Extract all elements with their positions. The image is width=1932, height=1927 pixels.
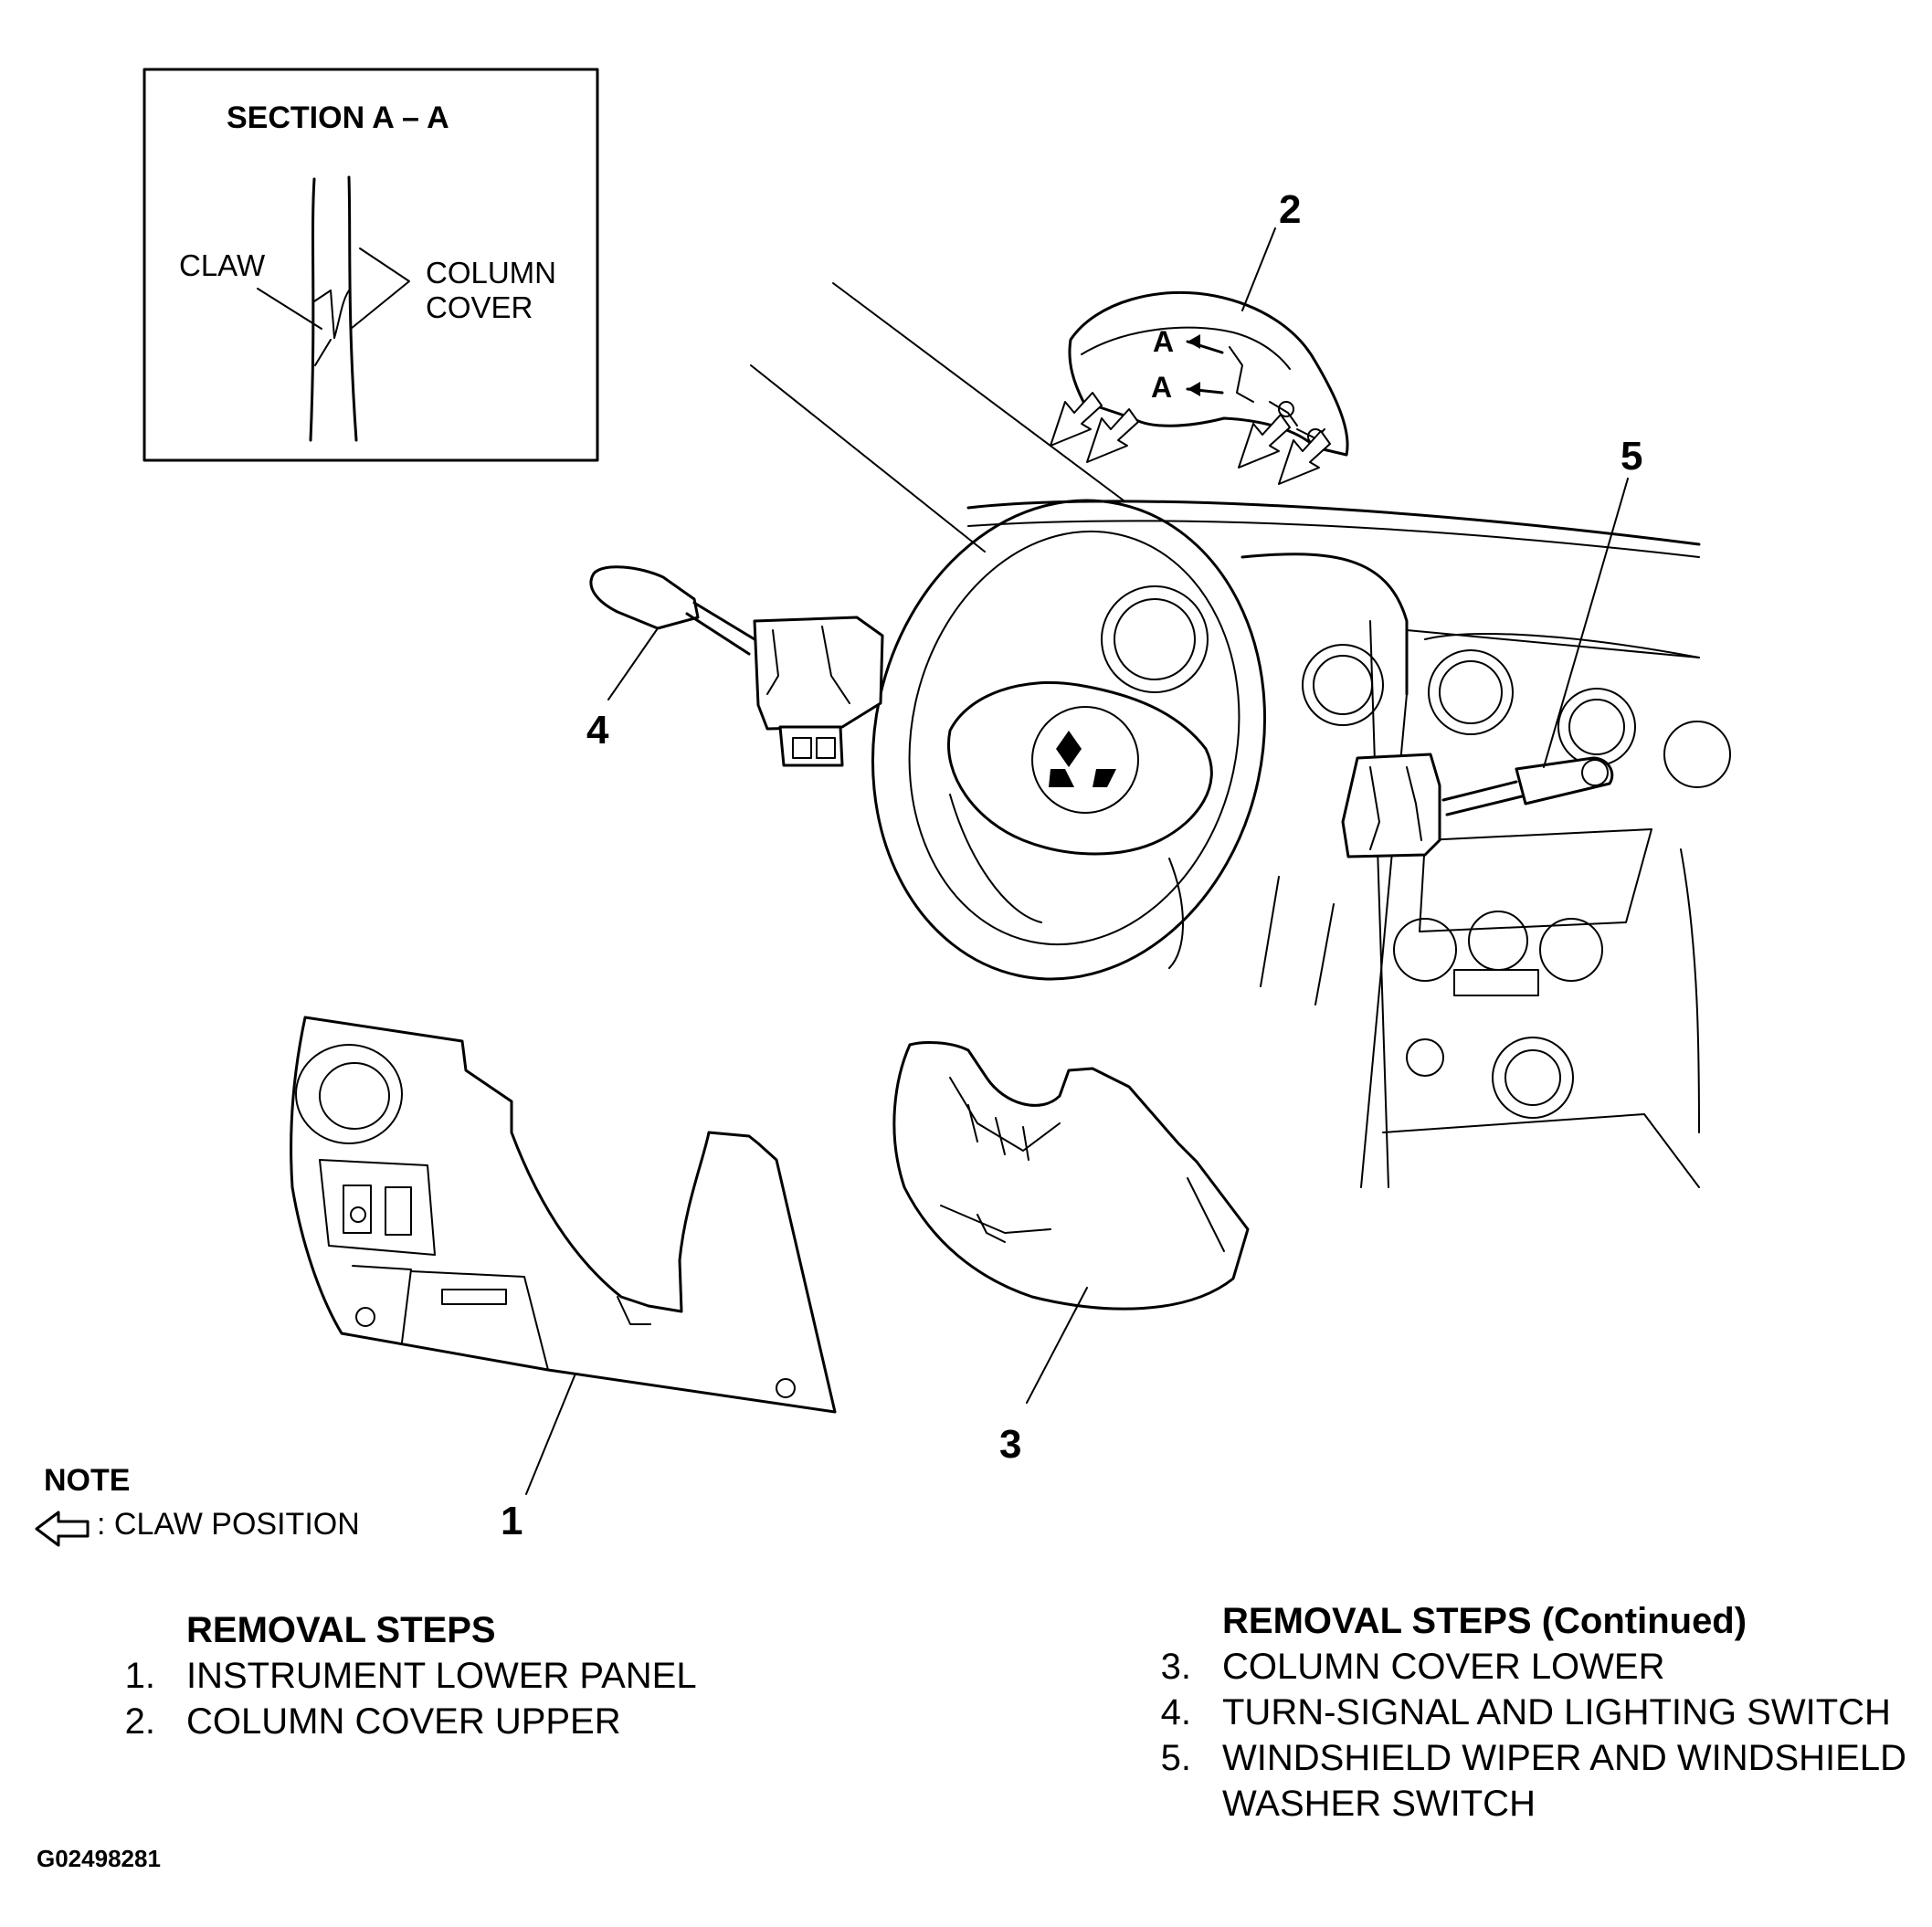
step-text: INSTRUMENT LOWER PANEL — [186, 1656, 697, 1696]
list-item: 2. COLUMN COVER UPPER — [91, 1699, 697, 1744]
section-mark-a: A — [1151, 371, 1173, 404]
removal-steps-continued-title: REMOVAL STEPS (Continued) — [1222, 1601, 1747, 1641]
leader-line-3 — [1026, 1287, 1088, 1404]
step-number: 3. — [1160, 1647, 1191, 1687]
step-number: 4. — [1160, 1692, 1191, 1732]
callout-4: 4 — [586, 708, 609, 753]
leader-line-2 — [1241, 227, 1276, 311]
step-number: 2. — [124, 1701, 155, 1742]
step-text: WINDSHIELD WIPER AND WINDSHIELD — [1222, 1738, 1906, 1778]
step-number: 1. — [124, 1656, 155, 1696]
list-item: WASHER SWITCH — [1127, 1781, 1906, 1827]
leader-line — [750, 364, 986, 553]
leader-line-4 — [607, 627, 659, 700]
list-item: 4. TURN-SIGNAL AND LIGHTING SWITCH — [1127, 1690, 1906, 1735]
leader-line — [832, 282, 1124, 501]
turn-signal-lighting-switch — [589, 565, 884, 767]
instrument-lower-panel — [290, 1016, 837, 1414]
removal-steps: REMOVAL STEPS 1. INSTRUMENT LOWER PANEL … — [91, 1607, 697, 1744]
callout-5: 5 — [1621, 434, 1643, 479]
removal-steps-title: REMOVAL STEPS — [186, 1610, 496, 1650]
step-text: COLUMN COVER UPPER — [186, 1701, 621, 1742]
leader-line-1 — [525, 1373, 576, 1495]
column-cover-lower — [892, 1041, 1250, 1311]
note-title: NOTE — [44, 1463, 131, 1498]
section-title: SECTION A – A — [227, 100, 449, 135]
step-number: 5. — [1160, 1738, 1191, 1778]
step-text: TURN-SIGNAL AND LIGHTING SWITCH — [1222, 1692, 1891, 1732]
column-cover-upper — [1050, 290, 1349, 485]
section-a-a-inset — [143, 68, 599, 462]
claw-arrows — [1050, 392, 1331, 485]
steering-wheel — [871, 499, 1384, 1006]
step-number — [1127, 1781, 1191, 1827]
callout-2: 2 — [1279, 187, 1302, 232]
list-item: 3. COLUMN COVER LOWER — [1127, 1644, 1906, 1690]
column-cover-label-line2: COVER — [426, 290, 533, 324]
hollow-arrow-icon — [35, 1511, 90, 1547]
callout-1: 1 — [501, 1499, 523, 1543]
windshield-wiper-switch — [1341, 753, 1614, 858]
claw-label: CLAW — [179, 248, 266, 282]
step-text: WASHER SWITCH — [1222, 1784, 1536, 1824]
leader-line-5 — [1543, 478, 1629, 768]
list-item: 1. INSTRUMENT LOWER PANEL — [91, 1653, 697, 1699]
list-item: 5. WINDSHIELD WIPER AND WINDSHIELD — [1127, 1735, 1906, 1781]
removal-steps-continued: REMOVAL STEPS (Continued) 3. COLUMN COVE… — [1127, 1598, 1906, 1827]
note-legend-text: : CLAW POSITION — [97, 1507, 360, 1542]
callout-3: 3 — [999, 1422, 1022, 1467]
section-mark-a: A — [1153, 325, 1175, 358]
figure-id: G02498281 — [37, 1845, 161, 1872]
step-text: COLUMN COVER LOWER — [1222, 1647, 1665, 1687]
column-cover-label-line1: COLUMN — [426, 256, 557, 290]
